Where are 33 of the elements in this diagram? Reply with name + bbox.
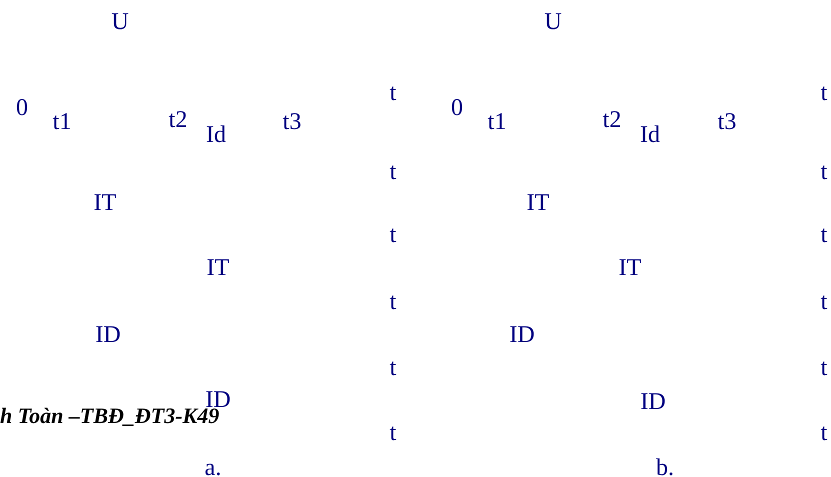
axis-label: t [820, 160, 828, 184]
axis-label: t [390, 160, 396, 184]
current-label: ID [509, 323, 535, 347]
time-label: t3 [282, 110, 302, 134]
current-label: IT [618, 256, 642, 280]
time-label: t1 [52, 110, 72, 134]
axis-label: t [820, 81, 828, 105]
current-label: ID [95, 323, 121, 347]
panel-label: a. [204, 456, 222, 477]
axis-label: 0 [16, 96, 28, 120]
time-label: t1 [488, 110, 506, 134]
time-label: t2 [602, 108, 622, 132]
current-label: Id [640, 123, 660, 147]
current-label: ID [640, 390, 666, 414]
axis-label: t [820, 421, 828, 445]
axis-label: 0 [451, 96, 463, 120]
axis-label: t [390, 290, 396, 314]
current-label: Id [206, 123, 226, 147]
axis-label: U [111, 10, 129, 34]
axis-label: t [390, 81, 396, 105]
panel-label: b. [656, 456, 674, 477]
current-label: IT [94, 191, 116, 215]
current-label: IT [206, 256, 230, 280]
axis-label: t [820, 290, 828, 314]
axis-label: U [544, 10, 562, 34]
time-label: t3 [718, 110, 736, 134]
current-label: IT [526, 191, 550, 215]
axis-label: t [390, 421, 396, 445]
axis-label: t [390, 223, 396, 247]
time-label: t2 [168, 108, 188, 132]
axis-label: t [390, 356, 396, 380]
axis-label: t [820, 223, 828, 247]
axis-label: t [820, 356, 828, 380]
